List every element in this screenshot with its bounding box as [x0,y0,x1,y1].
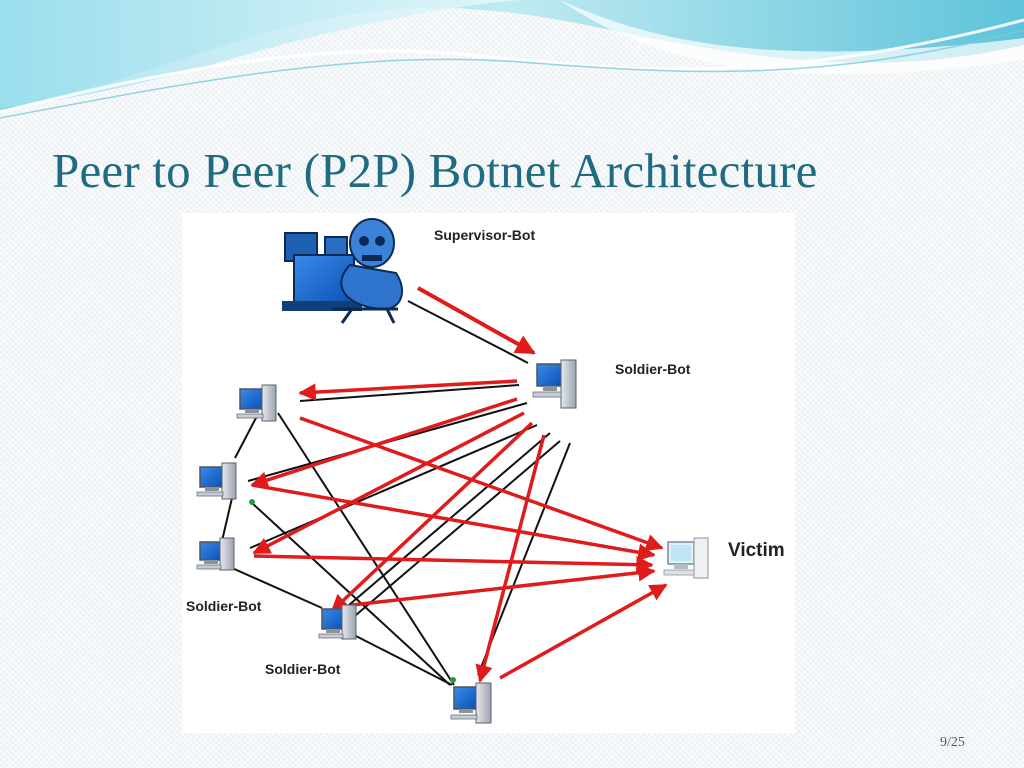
victim-computer-icon [663,537,709,579]
peer-computer-icon [236,384,277,422]
slide-title: Peer to Peer (P2P) Botnet Architecture [52,143,818,198]
diagram-canvas [196,218,709,724]
soldier-bot-left-computer-icon [196,537,235,571]
soldier-bot-bottom-label: Soldier-Bot [265,661,341,677]
attack-arrows [250,379,668,683]
soldier-bot-top-label: Soldier-Bot [615,361,691,377]
botnet-diagram: Supervisor-Bot Soldier-Bot Soldier-Bot S… [182,213,795,733]
header-banner [0,0,1024,119]
soldier-bot-top-computer-icon [532,359,577,409]
peer-computer-icon [196,462,237,500]
connection-dot [249,499,255,505]
page-number: 9/25 [940,735,965,750]
connection-dot [450,677,456,683]
peer-computer-icon [450,682,492,724]
supervisor-bot-label: Supervisor-Bot [434,227,536,243]
soldier-bot-left-label: Soldier-Bot [186,598,262,614]
hacker-icon [282,218,404,324]
soldier-bot-bottom-computer-icon [318,604,357,640]
supervisor-links [407,286,536,364]
victim-label: Victim [728,540,785,561]
